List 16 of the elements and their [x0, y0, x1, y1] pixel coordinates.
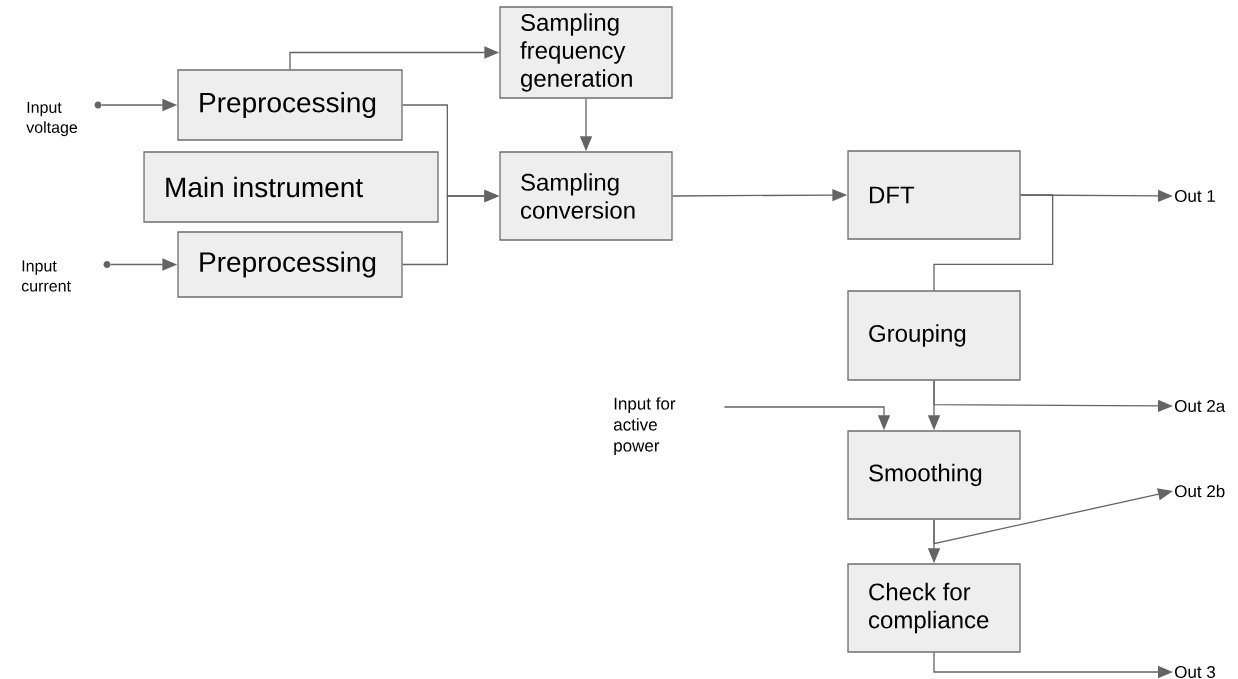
- signal-label: Out 3: [1175, 665, 1215, 678]
- signal-label: Input voltage: [26, 101, 78, 137]
- process-box: Sampling frequency generation: [499, 6, 673, 99]
- process-box: Grouping: [847, 290, 1021, 381]
- process-box: Preprocessing: [177, 231, 403, 298]
- signal-label: Input current: [21, 260, 71, 292]
- process-box: Check for compliance: [847, 563, 1021, 653]
- process-box: DFT: [847, 150, 1021, 240]
- process-box: Preprocessing: [177, 69, 403, 141]
- signal-label: Out 2a: [1175, 399, 1226, 412]
- process-box: Main instrument: [143, 151, 439, 223]
- signal-label: Out 2b: [1175, 484, 1225, 498]
- signal-label: Out 1: [1175, 190, 1215, 202]
- process-box: Sampling conversion: [499, 151, 673, 241]
- process-box: Smoothing: [847, 430, 1021, 520]
- signal-label: Input for active power: [613, 397, 676, 455]
